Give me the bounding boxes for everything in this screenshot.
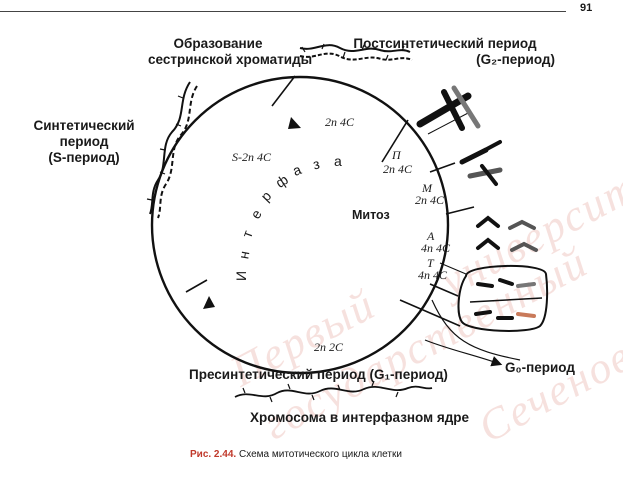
s-phase-chromosome (146, 81, 198, 219)
s-formula: S-2n 4C (232, 150, 271, 164)
telophase-cells (457, 264, 549, 332)
interphase-chromosome-label: Хромосома в интерфазном ядре (250, 410, 470, 425)
sister-chromatid-label: Образование сестринской хроматиды (148, 36, 313, 68)
sister-chromatid-label-line1: Образование (173, 36, 263, 51)
prophase-chromosomes (416, 85, 481, 137)
cycle-arrow-top (288, 117, 301, 129)
cycle-arrow-left (203, 296, 215, 309)
postsynthetic-label-line2: (G₂-период) (476, 52, 555, 67)
divider-g2-prophase (381, 119, 409, 163)
g0-period-label: G₀-период (505, 360, 575, 375)
metaphase-letter: М (422, 181, 432, 195)
divider-s-g2 (271, 75, 296, 107)
synthetic-label-line1: Синтетический (33, 118, 135, 133)
divider-prophase-metaphase (429, 162, 456, 173)
g0-branch-line (431, 299, 521, 361)
anaphase-formula: 4n 4C (421, 241, 451, 255)
g1-formula: 2n 2C (314, 340, 344, 354)
g2-formula: 2n 4C (325, 115, 355, 129)
divider-metaphase-anaphase (445, 206, 475, 215)
metaphase-chromosomes (459, 140, 503, 186)
telophase-formula: 4n 4C (418, 268, 448, 282)
header-rule (0, 11, 566, 12)
mitosis-label: Митоз (352, 208, 390, 222)
prophase-formula: 2n 4C (383, 162, 413, 176)
interphase-letter-0: И (233, 270, 250, 282)
telophase-pointer (439, 262, 467, 275)
postsynthetic-label-line1: Постсинтетический период (353, 36, 537, 51)
divider-g1-s (185, 279, 208, 293)
synthetic-label-line2: период (59, 134, 109, 149)
interphase-chromosome-strand (234, 380, 433, 403)
cycle-circle (150, 75, 450, 375)
figure-caption-text: Схема митотического цикла клетки (236, 449, 402, 460)
telophase-letter: Т (427, 256, 434, 270)
divider-anaphase-telophase (429, 283, 459, 297)
presynthetic-label: Пресинтетический период (G₁-период) (189, 367, 448, 382)
figure-caption-number: Рис. 2.44. (190, 449, 237, 460)
synthetic-label: Синтетический период (S-период) (24, 118, 144, 166)
sister-chromatid-label-line2: сестринской хроматиды (148, 52, 313, 67)
page-number: 91 (580, 2, 593, 14)
sister-chromatid-strand (299, 43, 413, 61)
g0-arrow-line (424, 339, 503, 367)
figure-caption: Рис. 2.44. Схема митотического цикла кле… (190, 449, 402, 460)
divider-telophase-g1 (399, 299, 461, 327)
synthetic-label-line3: (S-период) (48, 150, 120, 165)
anaphase-chromosomes (476, 215, 538, 252)
metaphase-formula: 2n 4C (415, 193, 445, 207)
interphase-letter-8: а (334, 153, 342, 169)
anaphase-letter: А (427, 229, 435, 243)
prophase-letter: П (392, 148, 401, 162)
postsynthetic-label: Постсинтетический период (G₂-период) (335, 36, 555, 68)
